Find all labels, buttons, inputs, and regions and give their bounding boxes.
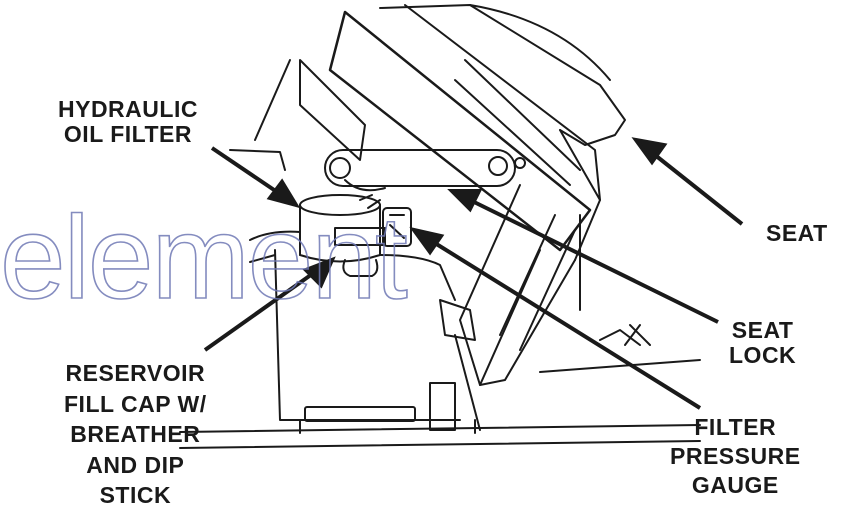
oil-filter-shape <box>299 194 386 263</box>
seat-frame <box>254 59 581 431</box>
floor-lines <box>179 149 701 449</box>
label-reservoir-fill-cap: RESERVOIR FILL CAP W/ BREATHER AND DIP S… <box>64 360 207 508</box>
leader-lines <box>203 137 744 410</box>
pressure-gauge-shape <box>382 207 412 247</box>
arrow-pressure-gauge <box>428 238 702 410</box>
arrow-seat-lock <box>469 198 719 324</box>
watermark: element <box>0 192 409 324</box>
arrow-reservoir <box>203 270 317 352</box>
label-hydraulic-oil-filter: HYDRAULIC OIL FILTER <box>58 96 198 147</box>
seat-lock-shape <box>324 149 526 192</box>
seat-shape <box>328 4 626 261</box>
label-seat: SEAT <box>766 220 828 246</box>
label-seat-lock: SEAT LOCK <box>729 317 797 368</box>
arrow-oil-filter <box>210 146 285 198</box>
arrow-seat <box>653 153 744 226</box>
label-filter-pressure-gauge: FILTER PRESSURE GAUGE <box>670 414 801 498</box>
